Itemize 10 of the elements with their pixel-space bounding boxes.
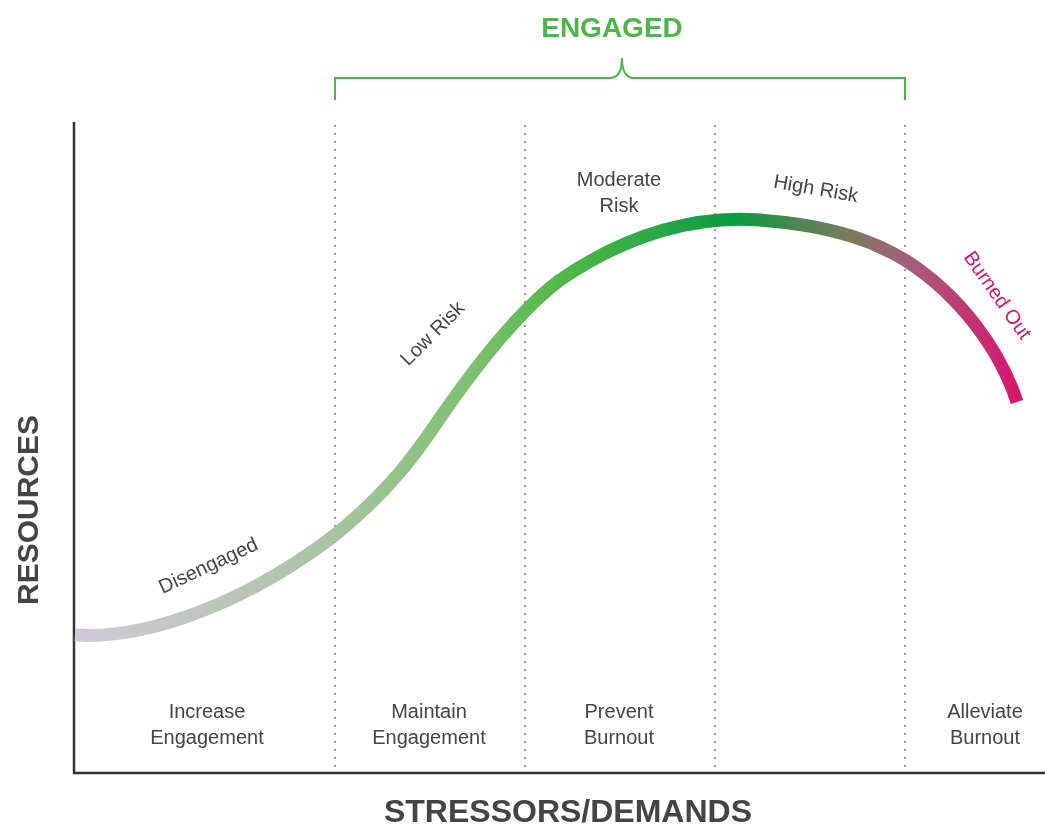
curve-label: Low Risk — [394, 295, 470, 371]
axis-title: RESOURCES — [9, 415, 45, 605]
zone-label: Increase Engagement — [149, 699, 265, 750]
curve-label: High Risk — [771, 168, 861, 209]
zone-label: Maintain Engagement — [371, 699, 487, 750]
curve-label: Moderate Risk — [575, 167, 663, 218]
zone-label: Prevent Burnout — [582, 699, 656, 750]
bracket-label: ENGAGED — [541, 10, 683, 45]
zone-label: Alleviate Burnout — [946, 699, 1024, 750]
axis-title: STRESSORS/DEMANDS — [384, 792, 752, 832]
